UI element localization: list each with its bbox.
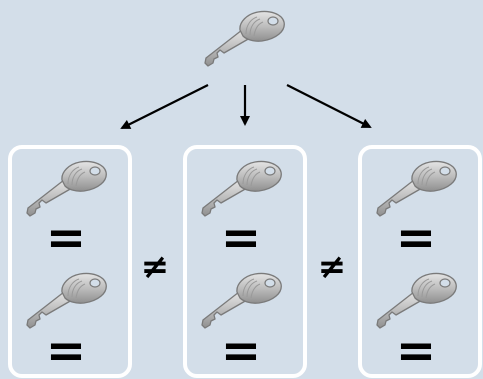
key-group-3	[358, 145, 482, 378]
group-2-bottom-equals: =	[220, 323, 262, 379]
group-1-top-equals: =	[45, 210, 87, 266]
group-3-top-equals: =	[395, 210, 437, 266]
key-group-1	[8, 145, 132, 378]
not-equal-sign-2: ≠	[317, 247, 347, 287]
key-group-2	[183, 145, 307, 378]
not-equal-sign-1: ≠	[140, 247, 170, 287]
group-3-bottom-equals: =	[395, 323, 437, 379]
arrow-right	[286, 84, 372, 128]
arrow-left	[120, 84, 209, 129]
group-2-top-equals: =	[220, 210, 262, 266]
group-1-bottom-equals: =	[45, 323, 87, 379]
